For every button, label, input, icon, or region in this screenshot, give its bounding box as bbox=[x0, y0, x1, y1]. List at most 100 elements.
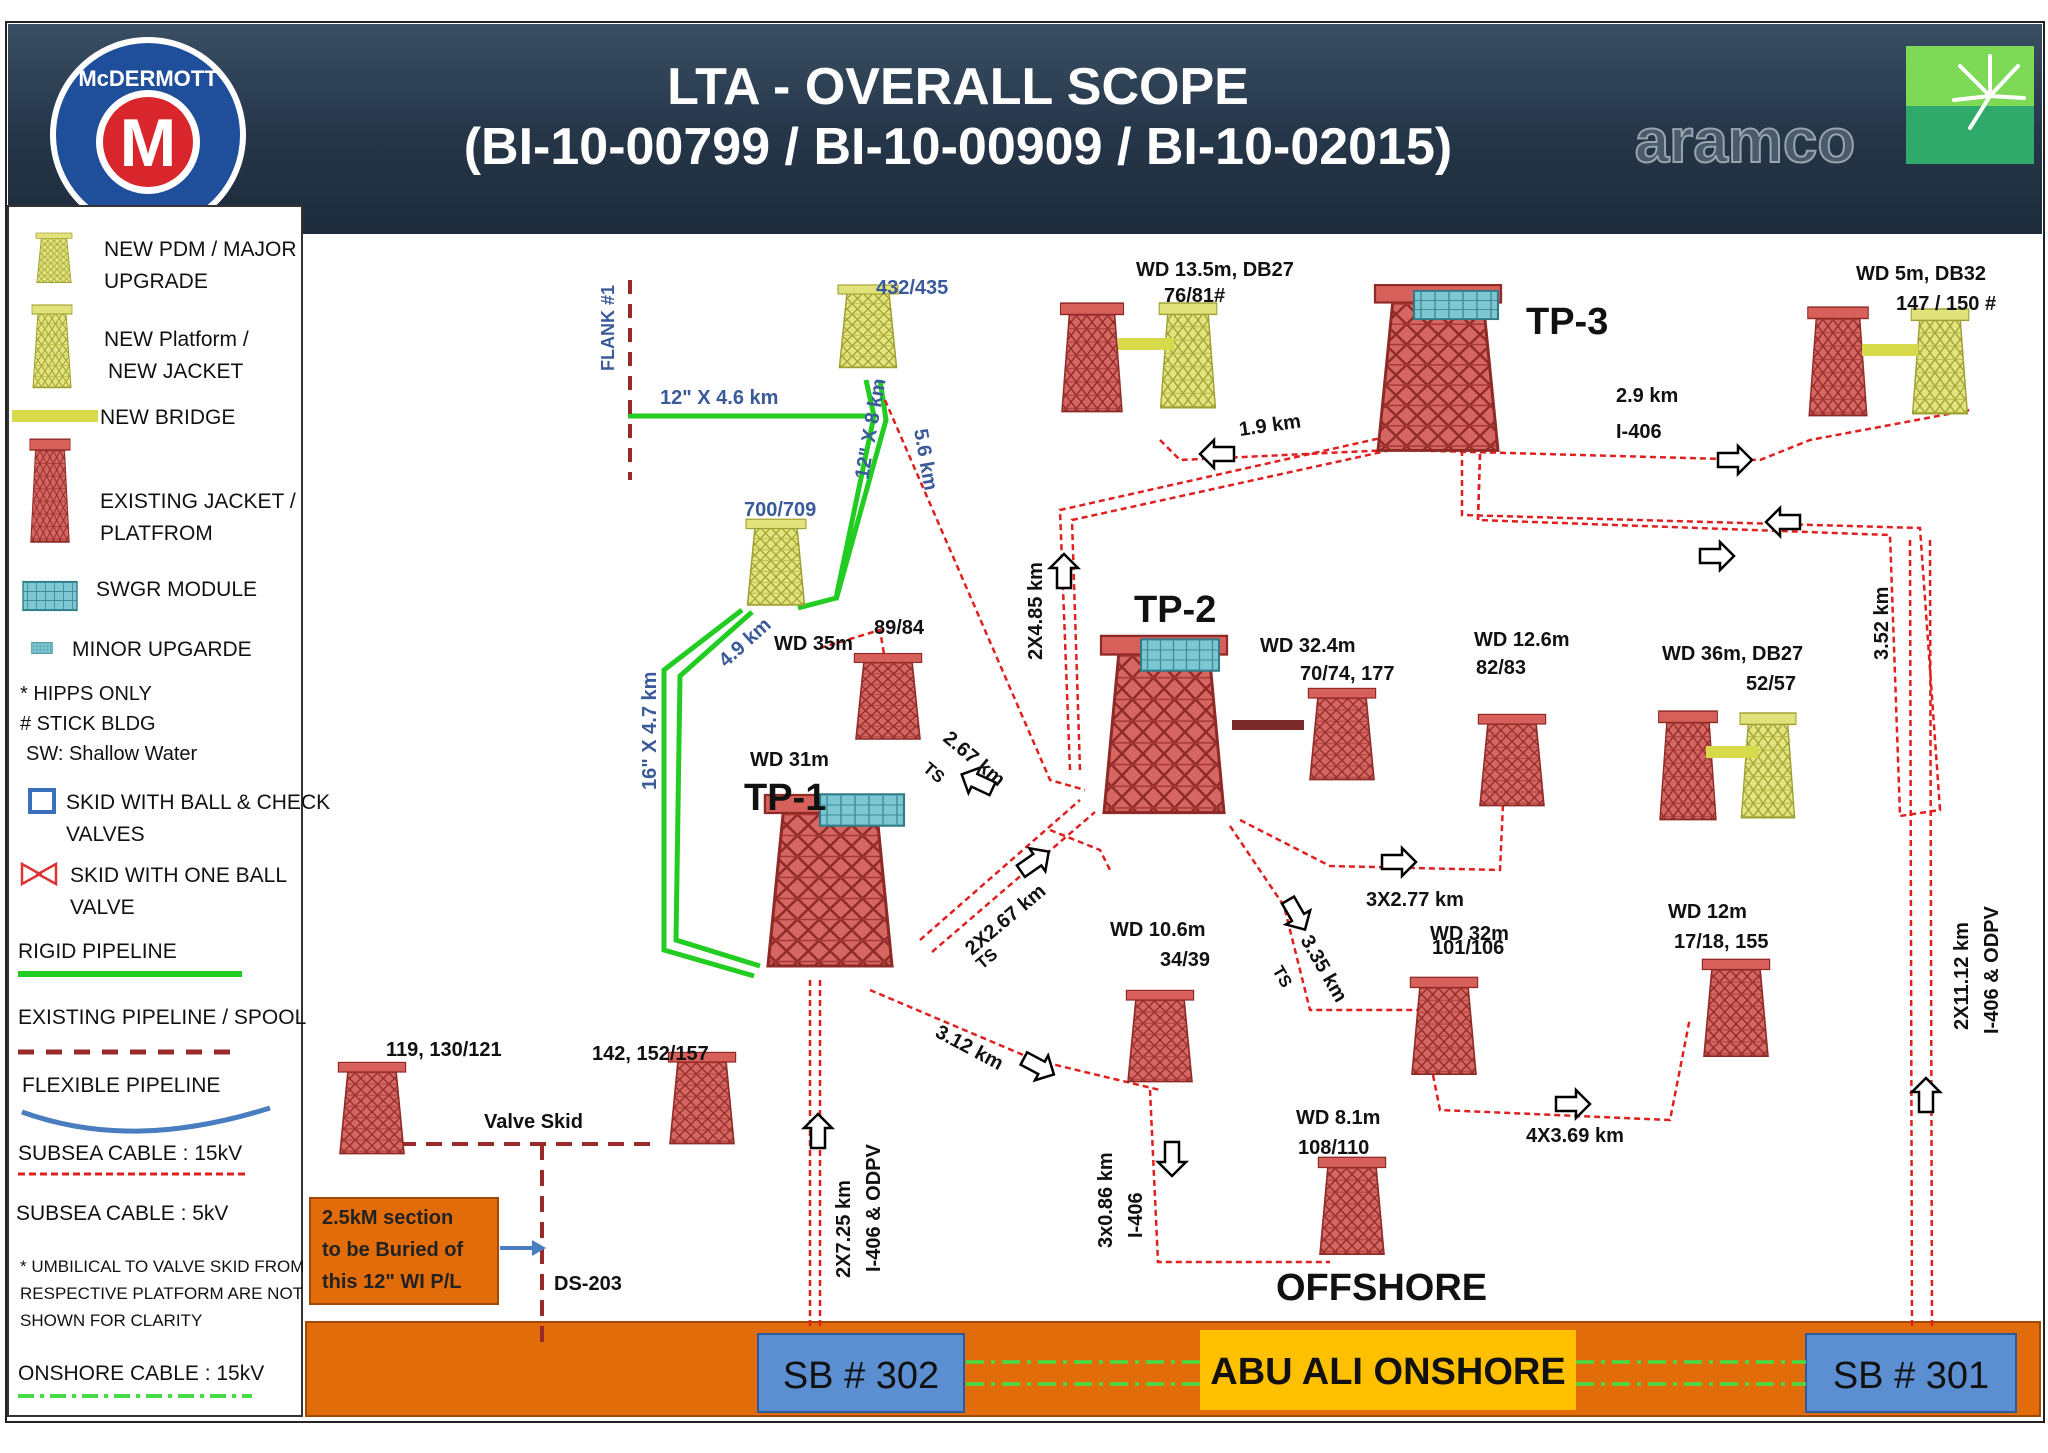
header-bar bbox=[8, 24, 2042, 234]
label-i406-a: I-406 bbox=[1616, 421, 1662, 443]
label-76: 76/81# bbox=[1164, 285, 1225, 307]
legend-new-bridge: NEW BRIDGE bbox=[100, 406, 235, 429]
legend-existing-jacket-2: PLATFROM bbox=[100, 522, 213, 545]
legend-new-pdm-2: UPGRADE bbox=[104, 270, 208, 293]
legend-subsea-5kv: SUBSEA CABLE : 5kV bbox=[16, 1202, 228, 1225]
platform-52-yel bbox=[1739, 712, 1797, 819]
label-pipe-12x46: 12" X 4.6 km bbox=[660, 387, 778, 409]
platform-108 bbox=[1317, 1156, 1387, 1256]
aramco-star-logo bbox=[1906, 46, 2034, 164]
legend-onshore-15kv: ONSHORE CABLE : 15kV bbox=[18, 1362, 264, 1385]
tp3-swgr bbox=[1412, 289, 1500, 321]
label-i406-odpv-b: I-406 & ODPV bbox=[1981, 906, 2003, 1034]
label-valve-skid: Valve Skid bbox=[484, 1111, 583, 1133]
legend-flexible-pipeline: FLEXIBLE PIPELINE bbox=[22, 1074, 220, 1097]
legend-new-platform-1: NEW Platform / bbox=[104, 328, 249, 351]
label-3x086: 3x0.86 km bbox=[1095, 1152, 1117, 1248]
legend-skid-one-ball-2: VALVE bbox=[70, 896, 135, 919]
legend-new-pdm-1: NEW PDM / MAJOR bbox=[104, 238, 297, 261]
label-2x485: 2X4.85 km bbox=[1025, 562, 1047, 660]
label-108: 108/110 bbox=[1298, 1137, 1369, 1159]
legend-panel bbox=[7, 205, 303, 1417]
mcdermott-letter: M bbox=[120, 105, 177, 181]
existing-pipelines bbox=[400, 1142, 660, 1350]
legend-umbilical-1: * UMBILICAL TO VALVE SKID FROM bbox=[20, 1257, 304, 1276]
label-i406-c: I-406 bbox=[1125, 1192, 1147, 1238]
label-89: 89/84 bbox=[874, 617, 925, 639]
legend-skid-ball-check-1: SKID WITH BALL & CHECK bbox=[66, 791, 330, 814]
label-tp1: TP-1 bbox=[744, 777, 826, 819]
legend-skid-one-ball-1: SKID WITH ONE BALL bbox=[70, 864, 287, 887]
legend-existing-pipeline: EXISTING PIPELINE / SPOOL bbox=[18, 1006, 306, 1029]
legend-skid-ball-check-2: VALVES bbox=[66, 823, 145, 846]
platform-70 bbox=[1307, 687, 1377, 781]
label-2x1112: 2X11.12 km bbox=[1951, 922, 1973, 1030]
legend-note-sw: SW: Shallow Water bbox=[26, 743, 198, 765]
legend-minor-upgrade: MINOR UPGARDE bbox=[72, 638, 252, 661]
tp2-swgr bbox=[1140, 638, 1220, 672]
label-wd126: WD 12.6m bbox=[1474, 629, 1570, 651]
buried-note-box bbox=[309, 1197, 499, 1305]
label-17: 17/18, 155 bbox=[1674, 931, 1769, 953]
rigid-pipelines bbox=[628, 379, 889, 979]
label-34: 34/39 bbox=[1160, 949, 1210, 971]
label-70: 70/74, 177 bbox=[1300, 663, 1395, 685]
skid-ball-check-icon bbox=[28, 788, 56, 814]
aramco-wordmark: aramco bbox=[1635, 107, 1856, 176]
label-700: 700/709 bbox=[744, 499, 816, 521]
abu-ali-box bbox=[1200, 1330, 1576, 1410]
platform-76-yel bbox=[1158, 302, 1218, 409]
sb301-label: SB # 301 bbox=[1833, 1355, 1989, 1397]
buried-note-line2: to be Buried of bbox=[322, 1239, 463, 1261]
mcdermott-logo: M McDERMOTT bbox=[50, 37, 246, 233]
label-2x725: 2X7.25 km bbox=[833, 1180, 855, 1278]
sb302-label: SB # 302 bbox=[783, 1355, 939, 1397]
page-subtitle: (BI-10-00799 / BI-10-00909 / BI-10-02015… bbox=[464, 118, 1453, 176]
platform-101 bbox=[1409, 976, 1479, 1076]
label-wd12: WD 12m bbox=[1668, 901, 1747, 923]
label-i406-odpv-a: I-406 & ODPV bbox=[863, 1144, 885, 1272]
label-pipe-16x47: 16" X 4.7 km bbox=[639, 672, 661, 790]
sb302-box[interactable] bbox=[757, 1333, 965, 1413]
mcdermott-wordmark: McDERMOTT bbox=[78, 66, 218, 91]
platform-142 bbox=[667, 1051, 737, 1145]
page-title: LTA - OVERALL SCOPE bbox=[667, 58, 1249, 116]
label-wd5: WD 5m, DB32 bbox=[1856, 263, 1986, 285]
sb301-box[interactable] bbox=[1805, 1333, 2017, 1413]
platform-147-yel bbox=[1910, 308, 1970, 415]
legend-swgr-module: SWGR MODULE bbox=[96, 578, 257, 601]
skid-one-ball-icon bbox=[20, 861, 58, 887]
platform-89 bbox=[853, 652, 923, 740]
subsea-cables bbox=[808, 399, 1971, 1331]
platform-82 bbox=[1477, 713, 1547, 807]
label-101: 101/106 bbox=[1432, 937, 1504, 959]
label-352: 3.52 km bbox=[1871, 587, 1893, 660]
buried-note-line3: this 12" WI P/L bbox=[322, 1271, 462, 1293]
platform-119 bbox=[337, 1061, 407, 1155]
label-tp3: TP-3 bbox=[1526, 301, 1608, 343]
label-wd81: WD 8.1m bbox=[1296, 1107, 1380, 1129]
platform-52-red bbox=[1657, 710, 1719, 821]
label-wd135: WD 13.5m, DB27 bbox=[1136, 259, 1294, 281]
label-wd35: WD 35m bbox=[774, 633, 853, 655]
platform-147-red bbox=[1806, 306, 1870, 417]
tp1-swgr bbox=[818, 792, 906, 828]
platform-700 bbox=[745, 518, 807, 606]
platform-34 bbox=[1125, 989, 1195, 1083]
label-29: 2.9 km bbox=[1616, 385, 1678, 407]
legend-existing-jacket-1: EXISTING JACKET / bbox=[100, 490, 296, 513]
onshore-band bbox=[305, 1321, 2041, 1417]
label-52: 52/57 bbox=[1746, 673, 1796, 695]
legend-umbilical-2: RESPECTIVE PLATFORM ARE NOT bbox=[20, 1284, 303, 1303]
label-wd36: WD 36m, DB27 bbox=[1662, 643, 1803, 665]
buried-note-line1: 2.5kM section bbox=[322, 1207, 453, 1229]
abu-ali-label: ABU ALI ONSHORE bbox=[1210, 1351, 1565, 1393]
label-flank: FLANK #1 bbox=[598, 285, 618, 371]
legend-subsea-15kv: SUBSEA CABLE : 15kV bbox=[18, 1142, 242, 1165]
legend-umbilical-3: SHOWN FOR CLARITY bbox=[20, 1311, 202, 1330]
legend-rigid-pipeline: RIGID PIPELINE bbox=[18, 940, 177, 963]
label-offshore: OFFSHORE bbox=[1276, 1267, 1487, 1309]
platform-76-red bbox=[1059, 302, 1125, 413]
